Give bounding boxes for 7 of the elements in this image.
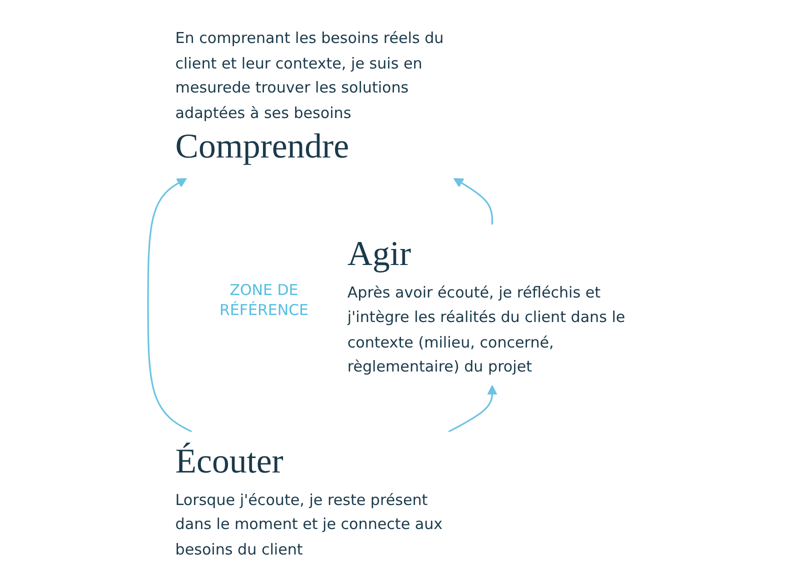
center-label: ZONE DE RÉFÉRENCE [218, 280, 310, 320]
arrow [453, 178, 494, 225]
node-text: Écouter Lorsque j'écoute, je reste présent dans le moment et je connecte aux besoins du client [175, 442, 443, 559]
node-text: En comprenant les besoins réels du client et leur contexte, je suis en mesurede trouver les solutions adaptées à ses besoins Comprendre [175, 30, 444, 166]
arrow [147, 178, 192, 433]
arrow [448, 385, 498, 433]
node-text: Agir Après avoir écouté, je réfléchis et j'intègre les réalités du client dans le contexte (milieu, concerné, règlementaire) du projet [347, 234, 626, 377]
